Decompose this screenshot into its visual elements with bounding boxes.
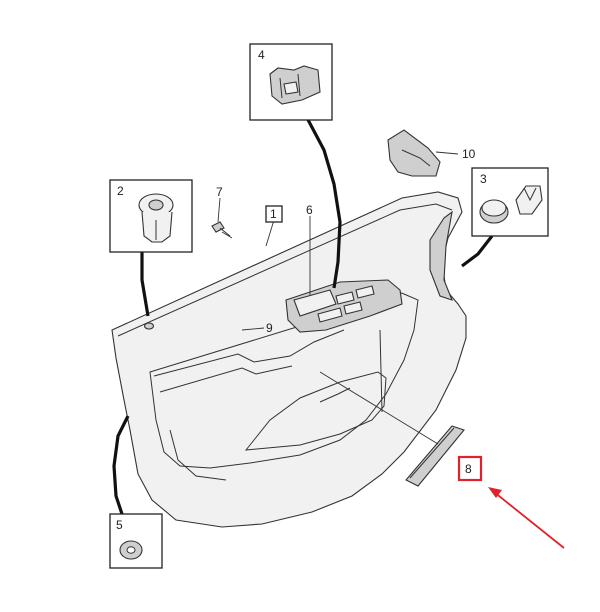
callout-box-5: [109, 513, 163, 569]
highlight-box-8: [457, 455, 483, 482]
callout-6: 6: [306, 203, 313, 217]
leader-lines: [112, 115, 494, 515]
callout-2: 2: [117, 184, 124, 198]
callout-3: 3: [480, 172, 487, 186]
callout-4: 4: [258, 48, 265, 62]
callout-box-1: [265, 205, 283, 223]
callout-box-2: [109, 179, 193, 253]
part-7-screw: [211, 197, 231, 237]
callout-7: 7: [216, 185, 223, 199]
callout-10: 10: [462, 147, 476, 161]
callout-box-4: [249, 43, 333, 121]
callout-9: 9: [266, 321, 273, 335]
door-trim-panel: [111, 191, 467, 528]
highlight-arrow: [488, 487, 565, 549]
callout-5: 5: [116, 518, 123, 532]
callout-1: 1: [270, 207, 277, 221]
part-10-mirror-cover: [387, 129, 459, 177]
part-8-trim-strip: [405, 425, 465, 487]
callout-8: 8: [465, 462, 472, 476]
callout-box-3: [471, 167, 549, 237]
